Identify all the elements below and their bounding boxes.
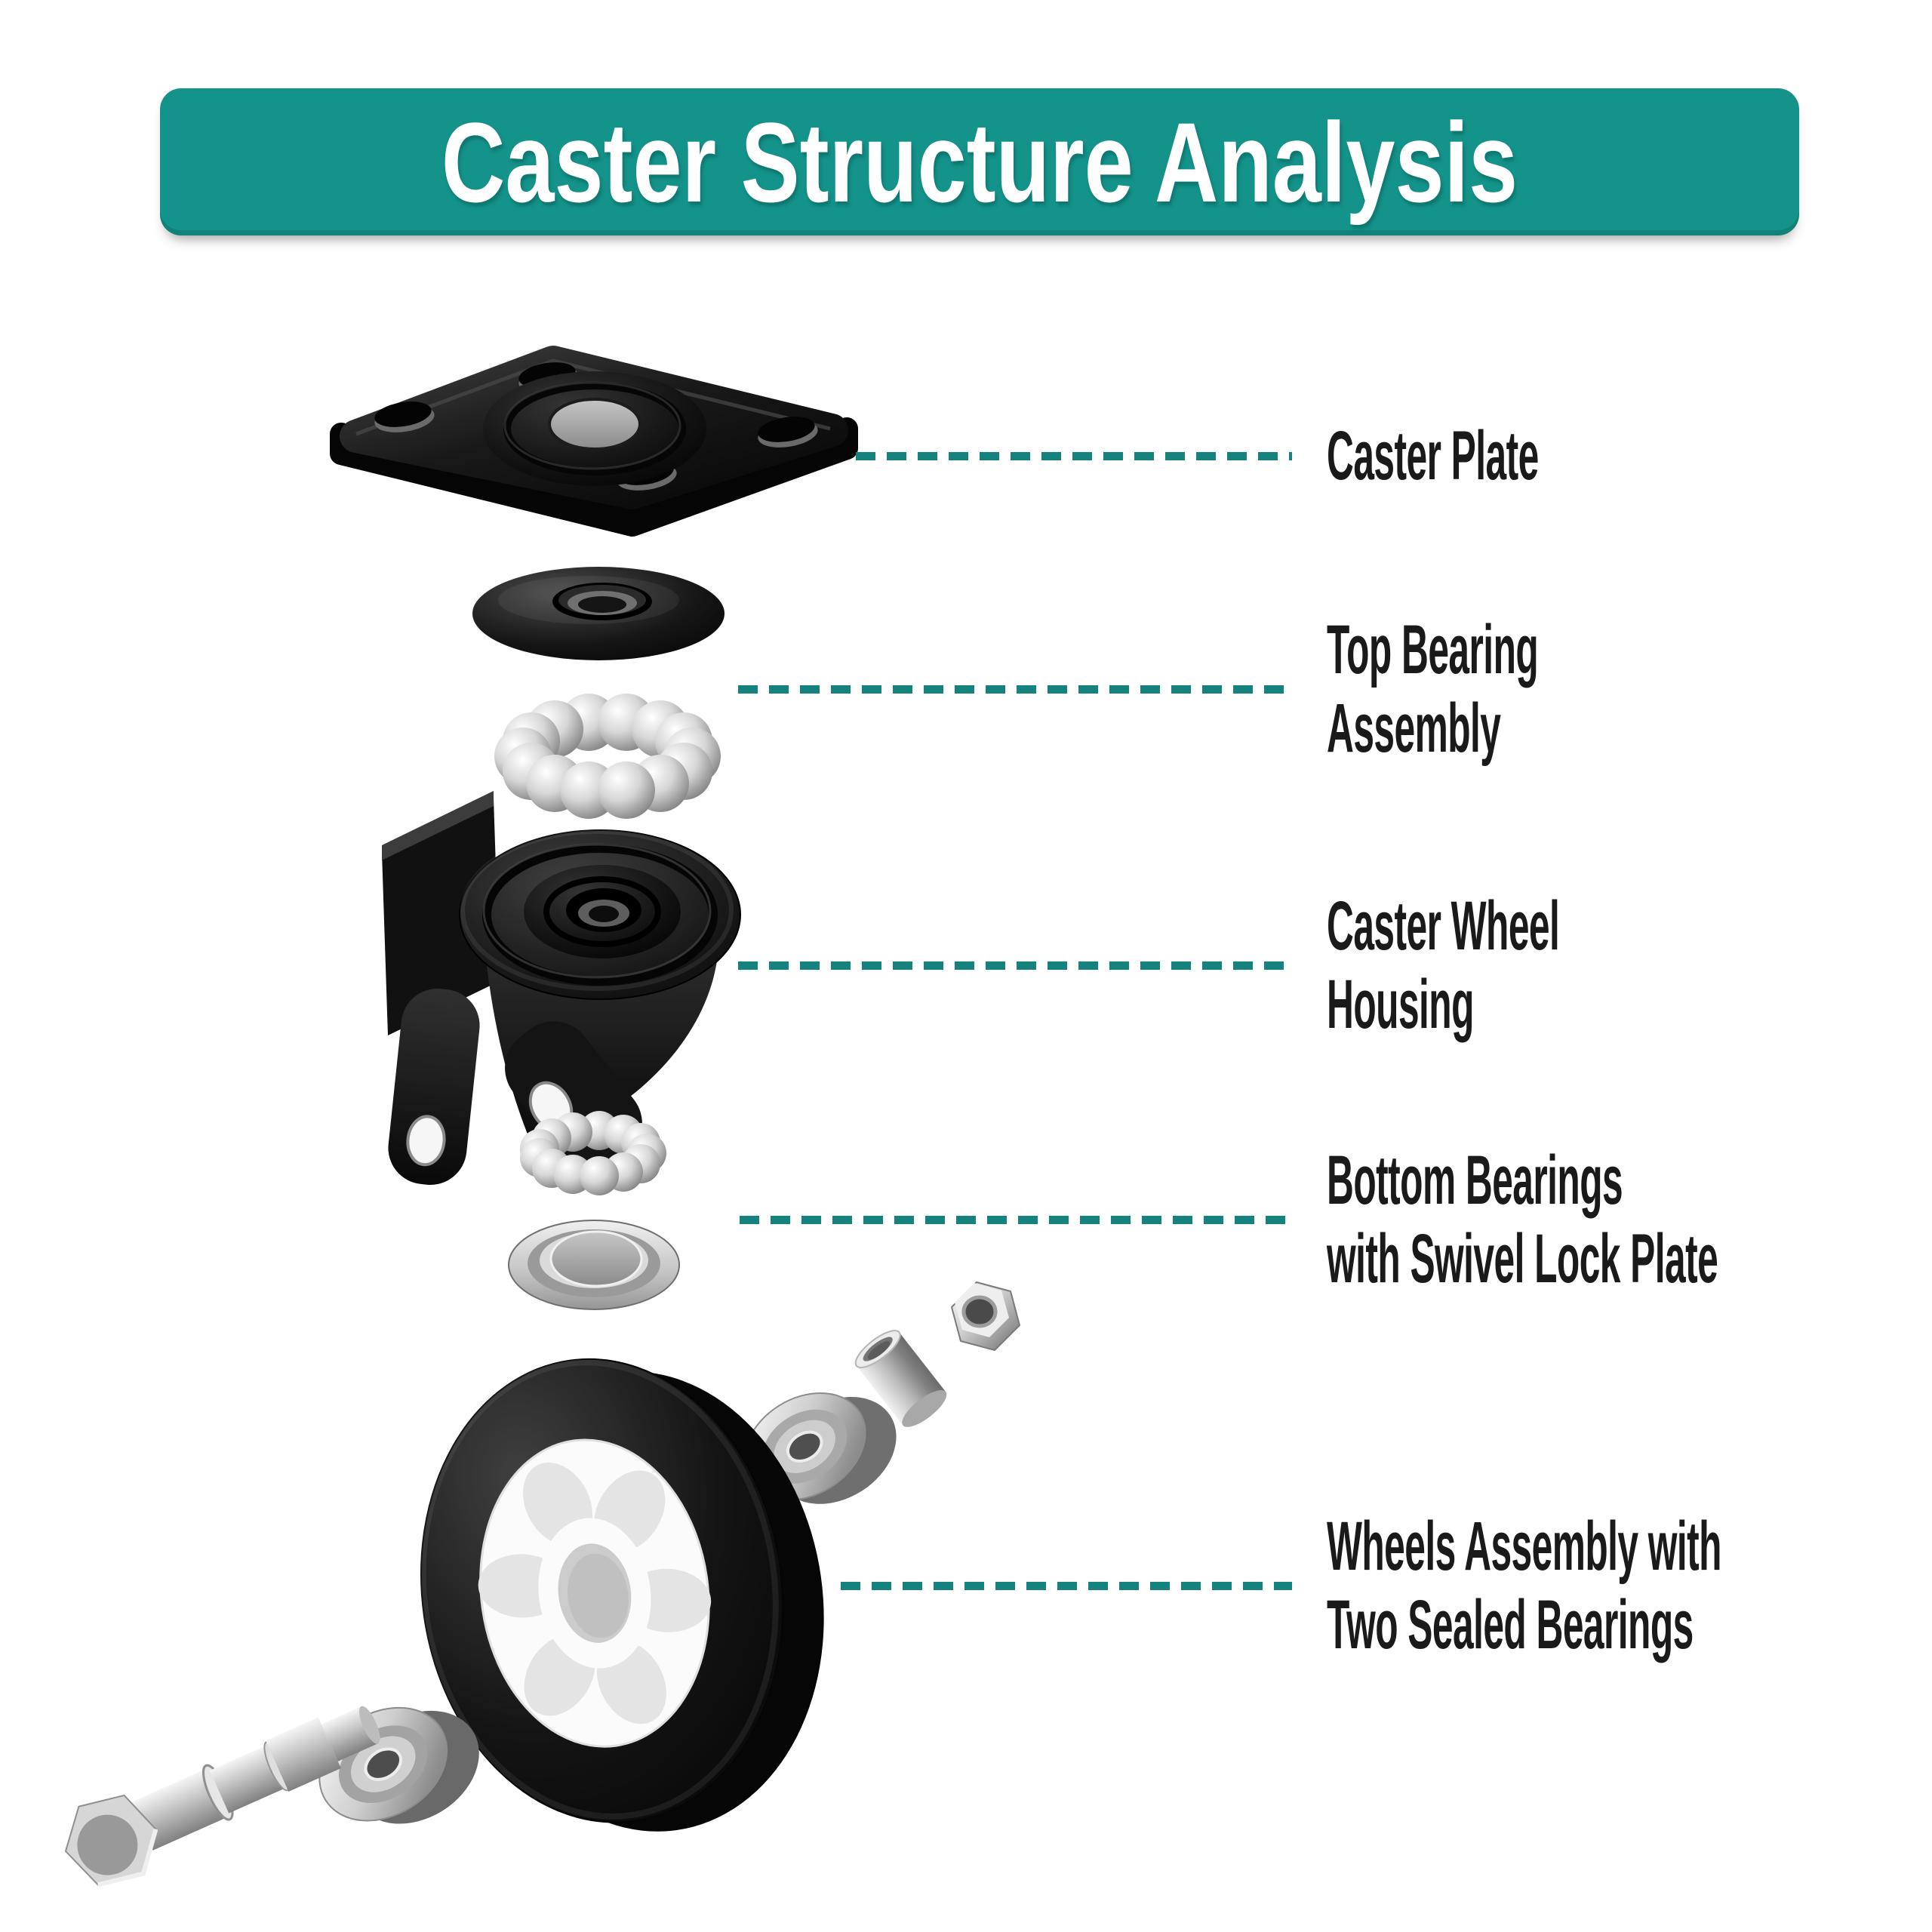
label-line: Assembly: [1327, 690, 1501, 767]
leader-line-top-bearing: [738, 685, 1292, 694]
label-bottom-bearings: Bottom Bearings with Swivel Lock Plate: [1327, 1141, 1718, 1298]
leader-line-caster-plate: [856, 452, 1292, 460]
hex-nut-illustration: [951, 1281, 1020, 1351]
axle-bushing-illustration: [854, 1330, 947, 1427]
ball-bearing-ring-illustration: [494, 694, 721, 819]
label-line: Wheels Assembly with: [1327, 1508, 1721, 1585]
label-line: Bottom Bearings: [1327, 1142, 1623, 1219]
caster-plate-illustration: [330, 346, 858, 537]
leader-line-bottom-bearings: [740, 1216, 1292, 1224]
label-caster-wheel-housing: Caster Wheel Housing: [1327, 887, 1560, 1044]
label-line: Caster Plate: [1327, 417, 1539, 494]
caster-wheel-housing-illustration: [382, 791, 741, 1185]
page-title: Caster Structure Analysis: [441, 99, 1518, 226]
wheel-illustration: [420, 1358, 824, 1832]
label-caster-plate: Caster Plate: [1327, 417, 1539, 495]
axle-bolt-illustration: [64, 1706, 380, 1887]
title-banner: Caster Structure Analysis: [160, 88, 1799, 235]
bottom-ball-bearing-ring-illustration: [520, 1111, 666, 1195]
leader-line-wheels-assembly: [841, 1582, 1292, 1590]
label-line: Housing: [1327, 966, 1474, 1043]
label-line: Two Sealed Bearings: [1327, 1586, 1694, 1663]
leader-line-wheel-housing: [738, 961, 1292, 970]
top-bearing-torus-illustration: [472, 567, 724, 660]
label-line: with Swivel Lock Plate: [1327, 1220, 1718, 1297]
swivel-lock-plate-illustration: [508, 1220, 680, 1310]
label-top-bearing-assembly: Top Bearing Assembly: [1327, 611, 1539, 768]
label-line: Top Bearing: [1327, 611, 1539, 688]
label-wheels-assembly: Wheels Assembly with Two Sealed Bearings: [1327, 1507, 1721, 1664]
label-line: Caster Wheel: [1327, 888, 1560, 964]
